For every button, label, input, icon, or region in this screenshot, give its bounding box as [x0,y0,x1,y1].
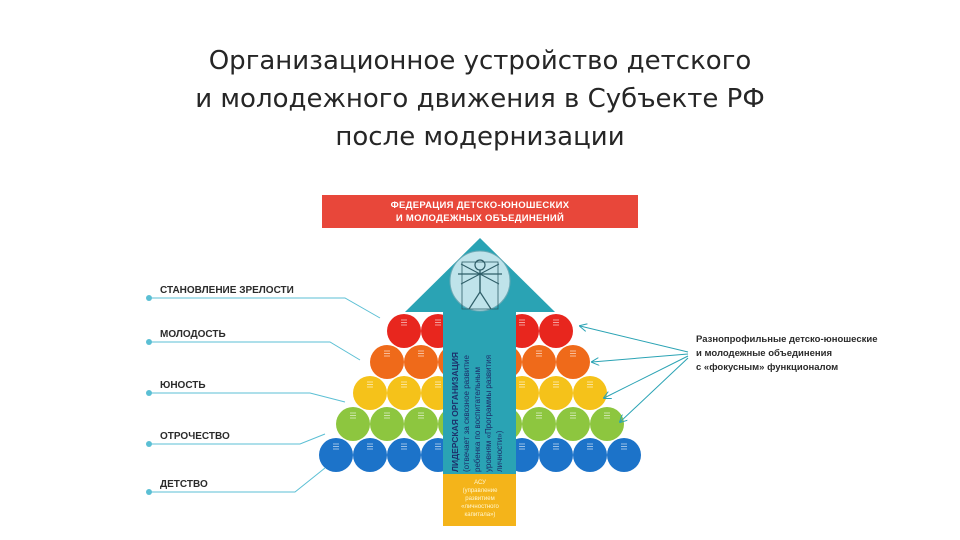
organization-circle [370,345,404,379]
asu-line-1: АСУ [474,480,486,486]
stage-childhood: ДЕТСТВО [146,467,326,495]
stage-teen: ОТРОЧЕСТВО [146,431,326,447]
leader-text: ЛИДЕРСКАЯ ОРГАНИЗАЦИЯ (отвечает за сквоз… [450,352,504,472]
stage-labels: СТАНОВЛЕНИЕ ЗРЕЛОСТИ МОЛОДОСТЬ ЮНОСТЬ ОТ… [146,285,381,495]
organization-circle [522,345,556,379]
organization-circle [539,438,573,472]
right-pointer-arrows [580,326,689,422]
organization-circle [370,407,404,441]
organization-circle [573,376,607,410]
federation-line-2: И МОЛОДЕЖНЫХ ОБЪЕДИНЕНИЙ [396,212,564,224]
leader-line-2: (отвечает за сквозное развитие [462,354,471,472]
asu-line-3: развитием [465,496,494,502]
organization-circle [319,438,353,472]
leader-column [443,300,516,474]
leader-line-4: уровням «Программы развития [484,355,493,472]
right-note: Разнопрофильные детско-юношеские и молод… [696,334,878,373]
organization-circle [387,376,421,410]
stage-line [149,341,361,361]
organization-circle [573,438,607,472]
leader-line-5: личности») [495,430,504,472]
note-line-3: с «фокусным» функционалом [696,362,838,373]
stage-label: СТАНОВЛЕНИЕ ЗРЕЛОСТИ [160,285,294,296]
asu-line-2: (управление [463,488,498,494]
organization-circle [556,345,590,379]
pointer-arrow [620,357,689,422]
stage-maturity: СТАНОВЛЕНИЕ ЗРЕЛОСТИ [146,285,381,319]
stage-line [149,467,326,493]
stage-line [149,433,326,445]
organization-circle [387,314,421,348]
slide-title: Организационное устройство детского и мо… [80,42,880,156]
stage-line [149,297,381,319]
organization-circle [387,438,421,472]
leader-line-1: ЛИДЕРСКАЯ ОРГАНИЗАЦИЯ [450,352,460,472]
organization-circle [404,345,438,379]
title-line-1: Организационное устройство детского [208,46,752,76]
pointer-arrow [580,326,689,353]
organization-circle [607,438,641,472]
asu-box [443,474,516,526]
organization-circle [353,438,387,472]
stage-label: ДЕТСТВО [160,479,208,490]
organization-circle [353,376,387,410]
federation-banner [322,195,638,228]
stage-label: ЮНОСТЬ [160,380,206,391]
pointer-arrow [592,353,689,362]
organization-circle [590,407,624,441]
title-line-3: после модернизации [335,122,625,152]
organization-circle [556,407,590,441]
asu-line-4: «личностного [461,504,499,510]
organization-circle [539,376,573,410]
stage-line [149,392,346,403]
stage-adolescence: ЮНОСТЬ [146,380,346,403]
vitruvian-man-icon [449,250,511,312]
federation-line-1: ФЕДЕРАЦИЯ ДЕТСКО-ЮНОШЕСКИХ [391,200,570,211]
asu-text: АСУ (управление развитием «личностного к… [461,480,499,518]
note-line-2: и молодежные объединения [696,348,832,359]
organization-circle [404,407,438,441]
stage-label: МОЛОДОСТЬ [160,329,226,340]
asu-line-5: капитала») [465,512,496,518]
stage-label: ОТРОЧЕСТВО [160,431,230,442]
organization-circle [522,407,556,441]
pointer-arrow [604,355,689,398]
leader-line-3: ребенка по воспитательным [473,367,482,472]
title-line-2: и молодежного движения в Субъекте РФ [195,84,765,114]
note-line-1: Разнопрофильные детско-юношеские [696,334,878,345]
organization-circle [539,314,573,348]
stage-youth: МОЛОДОСТЬ [146,329,361,361]
organization-circle [336,407,370,441]
